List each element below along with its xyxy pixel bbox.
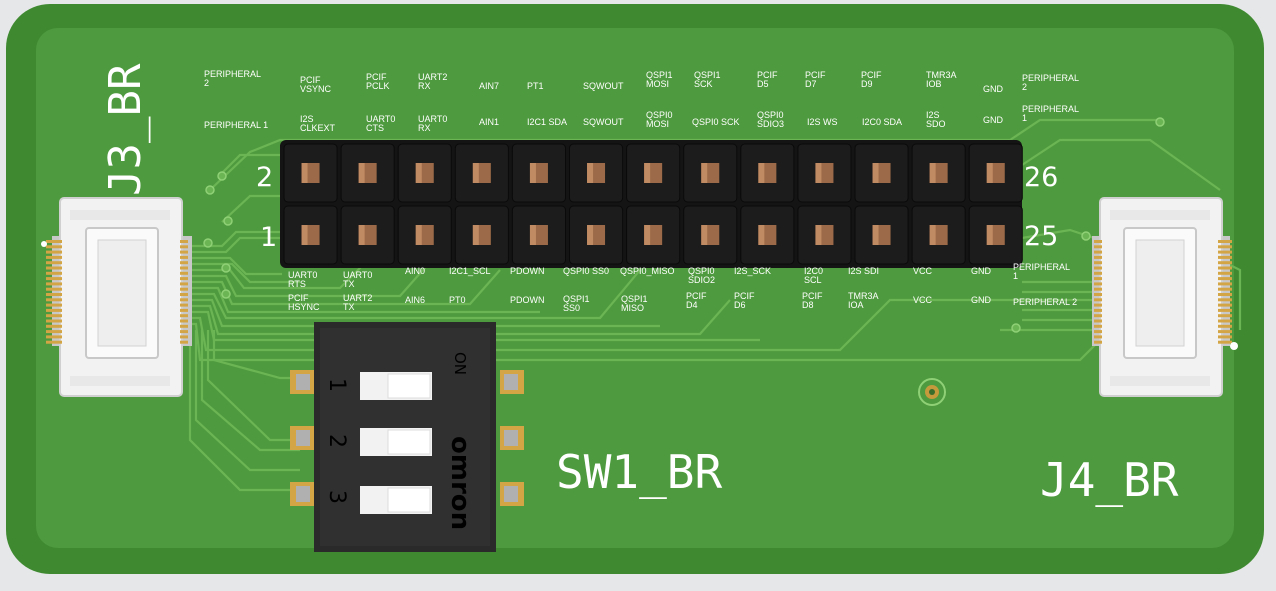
dip-toggle-3[interactable] xyxy=(360,486,432,514)
pin-number-26: 26 xyxy=(1024,162,1058,193)
label-peripheral-2-bottom: PERIPHERAL 2 xyxy=(1013,297,1077,307)
label-sqwout-2: SQWOUT xyxy=(583,117,624,127)
label-i2s-sck: I2S_SCK xyxy=(734,266,771,276)
label-pdown-1: PDOWN xyxy=(510,266,545,276)
label-ain1: AIN1 xyxy=(479,117,499,127)
dip-position-1-label: 1 xyxy=(324,378,349,392)
pin-header xyxy=(280,140,1023,268)
connector-j3 xyxy=(52,197,192,397)
label-ain6: AIN6 xyxy=(405,295,425,305)
vias xyxy=(203,117,1165,333)
label-vcc-1: VCC xyxy=(913,266,933,276)
dip-switch: ON omron 1 2 3 xyxy=(290,322,524,552)
label-pt1: PT1 xyxy=(527,81,544,91)
label-qspi0-ss0: QSPI0 SS0 xyxy=(563,266,609,276)
dip-switch-pads xyxy=(290,370,524,506)
label-ain0: AIN0 xyxy=(405,266,425,276)
dip-toggle-2[interactable] xyxy=(360,428,432,456)
label-i2c1-sda: I2C1 SDA xyxy=(527,117,567,127)
pin-number-25: 25 xyxy=(1024,221,1058,252)
pin-number-2: 2 xyxy=(256,162,273,193)
label-qspi0-sck: QSPI0 SCK xyxy=(692,117,740,127)
dip-switch-on-label: ON xyxy=(451,352,469,375)
dip-position-2-label: 2 xyxy=(324,434,349,448)
header-pins xyxy=(283,143,1023,265)
label-qspi0-miso: QSPI0_MISO xyxy=(620,266,675,276)
label-gnd-2: GND xyxy=(983,115,1004,125)
label-pt0: PT0 xyxy=(449,295,466,305)
dip-toggle-1[interactable] xyxy=(360,372,432,400)
label-i2s-sdi: I2S SDI xyxy=(848,266,879,276)
refdes-j3: J3_BR xyxy=(100,63,151,196)
label-sqwout-1: SQWOUT xyxy=(583,81,624,91)
label-i2c1-scl: I2C1_SCL xyxy=(449,266,491,276)
label-ain7: AIN7 xyxy=(479,81,499,91)
label-vcc-2: VCC xyxy=(913,295,933,305)
connector-j4 xyxy=(1092,197,1230,397)
refdes-j4: J4_BR xyxy=(1040,453,1179,507)
label-gnd-4: GND xyxy=(971,295,992,305)
label-i2s-ws: I2S WS xyxy=(807,117,838,127)
dip-position-3-label: 3 xyxy=(324,490,349,504)
label-peripheral-1-left: PERIPHERAL 1 xyxy=(204,120,268,130)
pin-number-1: 1 xyxy=(260,222,277,253)
label-pdown-2: PDOWN xyxy=(510,295,545,305)
label-gnd-3: GND xyxy=(971,266,992,276)
label-gnd-1: GND xyxy=(983,84,1004,94)
label-i2c0-sda: I2C0 SDA xyxy=(862,117,902,127)
refdes-sw1: SW1_BR xyxy=(556,445,722,499)
test-point xyxy=(918,378,946,406)
dip-switch-brand: omron xyxy=(445,436,475,530)
connector-leads xyxy=(46,240,1232,344)
